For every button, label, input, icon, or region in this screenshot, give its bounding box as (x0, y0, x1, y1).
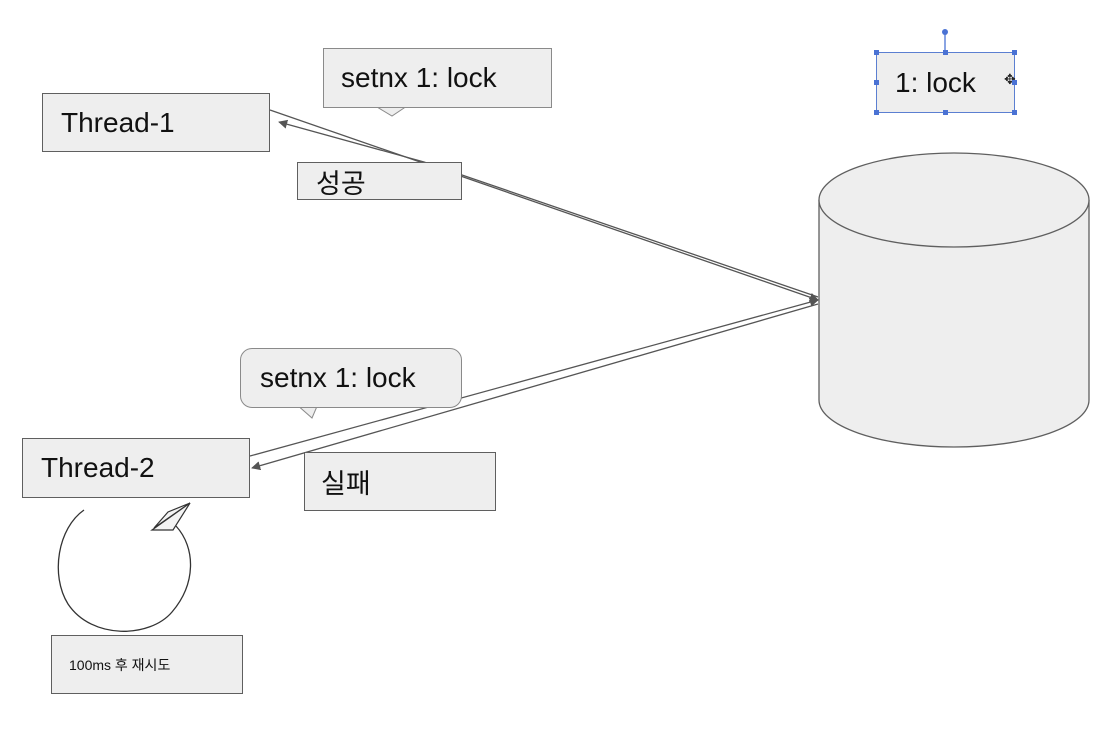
retry-label-box[interactable]: 100ms 후 재시도 (51, 635, 243, 694)
setnx-callout-thread1[interactable]: setnx 1: lock (323, 48, 552, 108)
arrow-db-to-thread1[interactable] (278, 119, 819, 298)
setnx-callout-thread2[interactable]: setnx 1: lock (240, 348, 462, 408)
resize-handle-top-right[interactable] (1012, 50, 1017, 55)
resize-handle-bottom-left[interactable] (874, 110, 879, 115)
resize-handle-top[interactable] (943, 50, 948, 55)
success-label-box[interactable]: 성공 (297, 162, 462, 200)
thread2-node[interactable]: Thread-2 (22, 438, 250, 498)
resize-handle-bottom-right[interactable] (1012, 110, 1017, 115)
fail-label-box[interactable]: 실패 (304, 452, 496, 511)
success-text: 성공 (316, 168, 366, 199)
thread2-label: Thread-2 (41, 452, 155, 483)
move-cursor-icon: ✥ (1004, 71, 1016, 87)
resize-handle-top-left[interactable] (874, 50, 879, 55)
selected-lock-text: 1: lock (895, 66, 976, 98)
resize-handle-right[interactable] (1012, 80, 1017, 85)
arrow-db-to-thread2[interactable] (251, 303, 819, 471)
arrow-thread2-to-db[interactable] (249, 297, 819, 457)
fail-text: 실패 (321, 469, 371, 499)
thread1-node[interactable]: Thread-1 (42, 93, 270, 152)
resize-handle-bottom[interactable] (943, 110, 948, 115)
retry-loop-arrow-icon[interactable] (57, 502, 192, 632)
arrow-thread1-to-db[interactable] (269, 109, 819, 302)
cylinder-icon[interactable] (818, 152, 1090, 448)
retry-text: 100ms 후 재시도 (69, 656, 171, 673)
callout2-text: setnx 1: lock (260, 362, 416, 393)
selected-lock-textbox[interactable]: 1: lock ✥ (876, 52, 1016, 113)
rotate-handle[interactable] (942, 29, 948, 35)
resize-handle-left[interactable] (874, 80, 879, 85)
thread1-label: Thread-1 (61, 106, 175, 138)
callout1-text: setnx 1: lock (341, 62, 497, 93)
